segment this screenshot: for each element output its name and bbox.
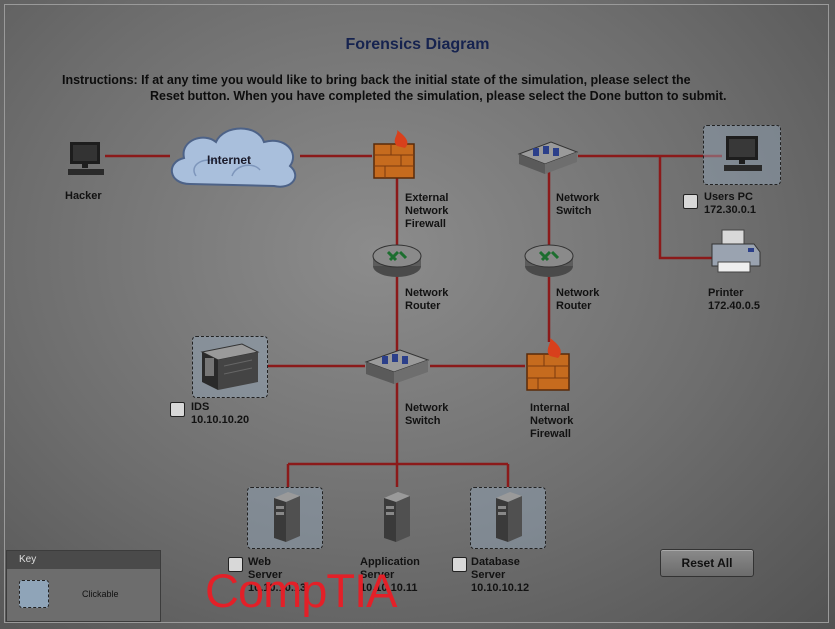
core-network-switch-icon <box>364 349 430 384</box>
internet-cloud-icon <box>171 127 297 188</box>
instructions-text: Instructions: If at any time you would l… <box>62 72 802 104</box>
ids-checkbox[interactable] <box>170 402 185 417</box>
internal-firewall-icon <box>526 338 570 391</box>
top-switch-label: Network Switch <box>556 192 600 217</box>
application-server-icon <box>384 492 410 542</box>
top-network-switch-icon <box>517 141 579 174</box>
printer-icon <box>711 229 761 273</box>
page-title: Forensics Diagram <box>345 36 490 53</box>
users-pc-computer-icon <box>724 136 762 171</box>
link-top-switch-printer <box>658 156 712 260</box>
users-pc-checkbox[interactable] <box>683 194 698 209</box>
key-body: Clickable <box>7 569 160 621</box>
core-switch-label: Network Switch <box>405 402 449 427</box>
instructions-line-1: Instructions: If at any time you would l… <box>62 73 691 87</box>
internal-firewall-label: Internal Network Firewall <box>530 402 574 440</box>
key-panel: Key Clickable <box>6 550 161 622</box>
hacker-label: Hacker <box>65 190 102 202</box>
external-router-icon <box>372 244 422 277</box>
web-server-checkbox[interactable] <box>228 557 243 572</box>
external-firewall-label: External Network Firewall <box>405 192 449 230</box>
database-server-icon <box>496 492 522 542</box>
internet-label: Internet <box>207 153 252 167</box>
external-router-label: Network Router <box>405 287 449 312</box>
application-server-label: Application Server 10.10.10.11 <box>360 556 420 594</box>
database-server-label: Database Server 10.10.10.12 <box>471 556 530 594</box>
reset-all-button[interactable]: Reset All <box>660 549 754 577</box>
clickable-legend-label: Clickable <box>82 589 119 599</box>
clickable-swatch <box>19 580 49 608</box>
users-pc-label: Users PC 172.30.0.1 <box>704 191 756 216</box>
web-server-icon <box>274 492 300 542</box>
database-server-checkbox[interactable] <box>452 557 467 572</box>
key-title: Key <box>7 551 160 569</box>
internal-router-icon <box>524 244 574 277</box>
hacker-computer-icon <box>68 142 104 175</box>
internal-router-label: Network Router <box>556 287 600 312</box>
printer-label: Printer 172.40.0.5 <box>708 287 760 312</box>
ids-label: IDS 10.10.10.20 <box>191 401 250 426</box>
comptia-logo: CompTIA <box>205 564 397 617</box>
ids-appliance-icon <box>200 343 260 390</box>
external-firewall-icon <box>373 130 415 179</box>
instructions-line-2: Reset button. When you have completed th… <box>150 89 727 103</box>
web-server-label: Web Server 10.10.10.13 <box>248 556 307 594</box>
